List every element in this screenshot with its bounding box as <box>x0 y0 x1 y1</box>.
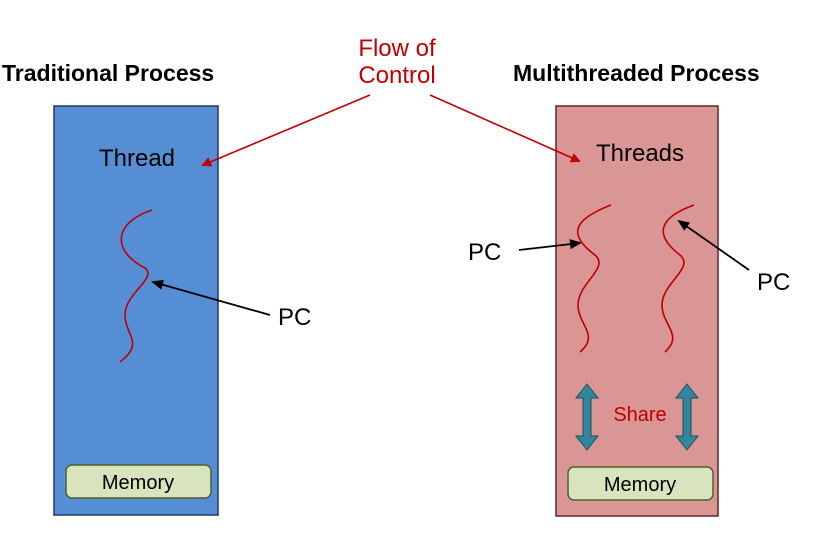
flow-of-control-line1: Flow of <box>358 35 436 62</box>
share-arrow-left-icon <box>574 383 600 451</box>
threads-label: Threads <box>596 140 684 167</box>
pc-pointer-traditional <box>151 279 271 316</box>
thread-squiggle-icon <box>119 209 153 363</box>
share-arrow-right-icon <box>674 383 700 451</box>
pc-label-left: PC <box>468 239 501 266</box>
thread-label: Thread <box>99 145 175 172</box>
share-label: Share <box>613 404 666 426</box>
pc-pointer-left <box>518 239 582 251</box>
flow-of-control-line2: Control <box>358 62 435 89</box>
flow-arrow-left <box>201 94 371 167</box>
flow-arrow-right <box>429 94 581 163</box>
traditional-process-box: Thread Memory <box>53 105 219 516</box>
traditional-process-title: Traditional Process <box>2 60 214 86</box>
memory-box: Memory <box>65 464 212 499</box>
memory-label-shared: Memory <box>604 474 676 496</box>
pc-label-traditional: PC <box>278 304 311 331</box>
memory-box-shared: Memory <box>567 466 714 501</box>
thread-squiggle-icon-left <box>576 204 612 353</box>
thread-squiggle-icon-right <box>661 204 695 353</box>
multithreaded-process-title: Multithreaded Process <box>513 60 760 86</box>
multithreaded-process-box: Threads Share Memory <box>555 105 719 517</box>
memory-label: Memory <box>102 472 174 494</box>
pc-label-right: PC <box>757 269 790 296</box>
pc-pointer-right <box>677 219 750 271</box>
